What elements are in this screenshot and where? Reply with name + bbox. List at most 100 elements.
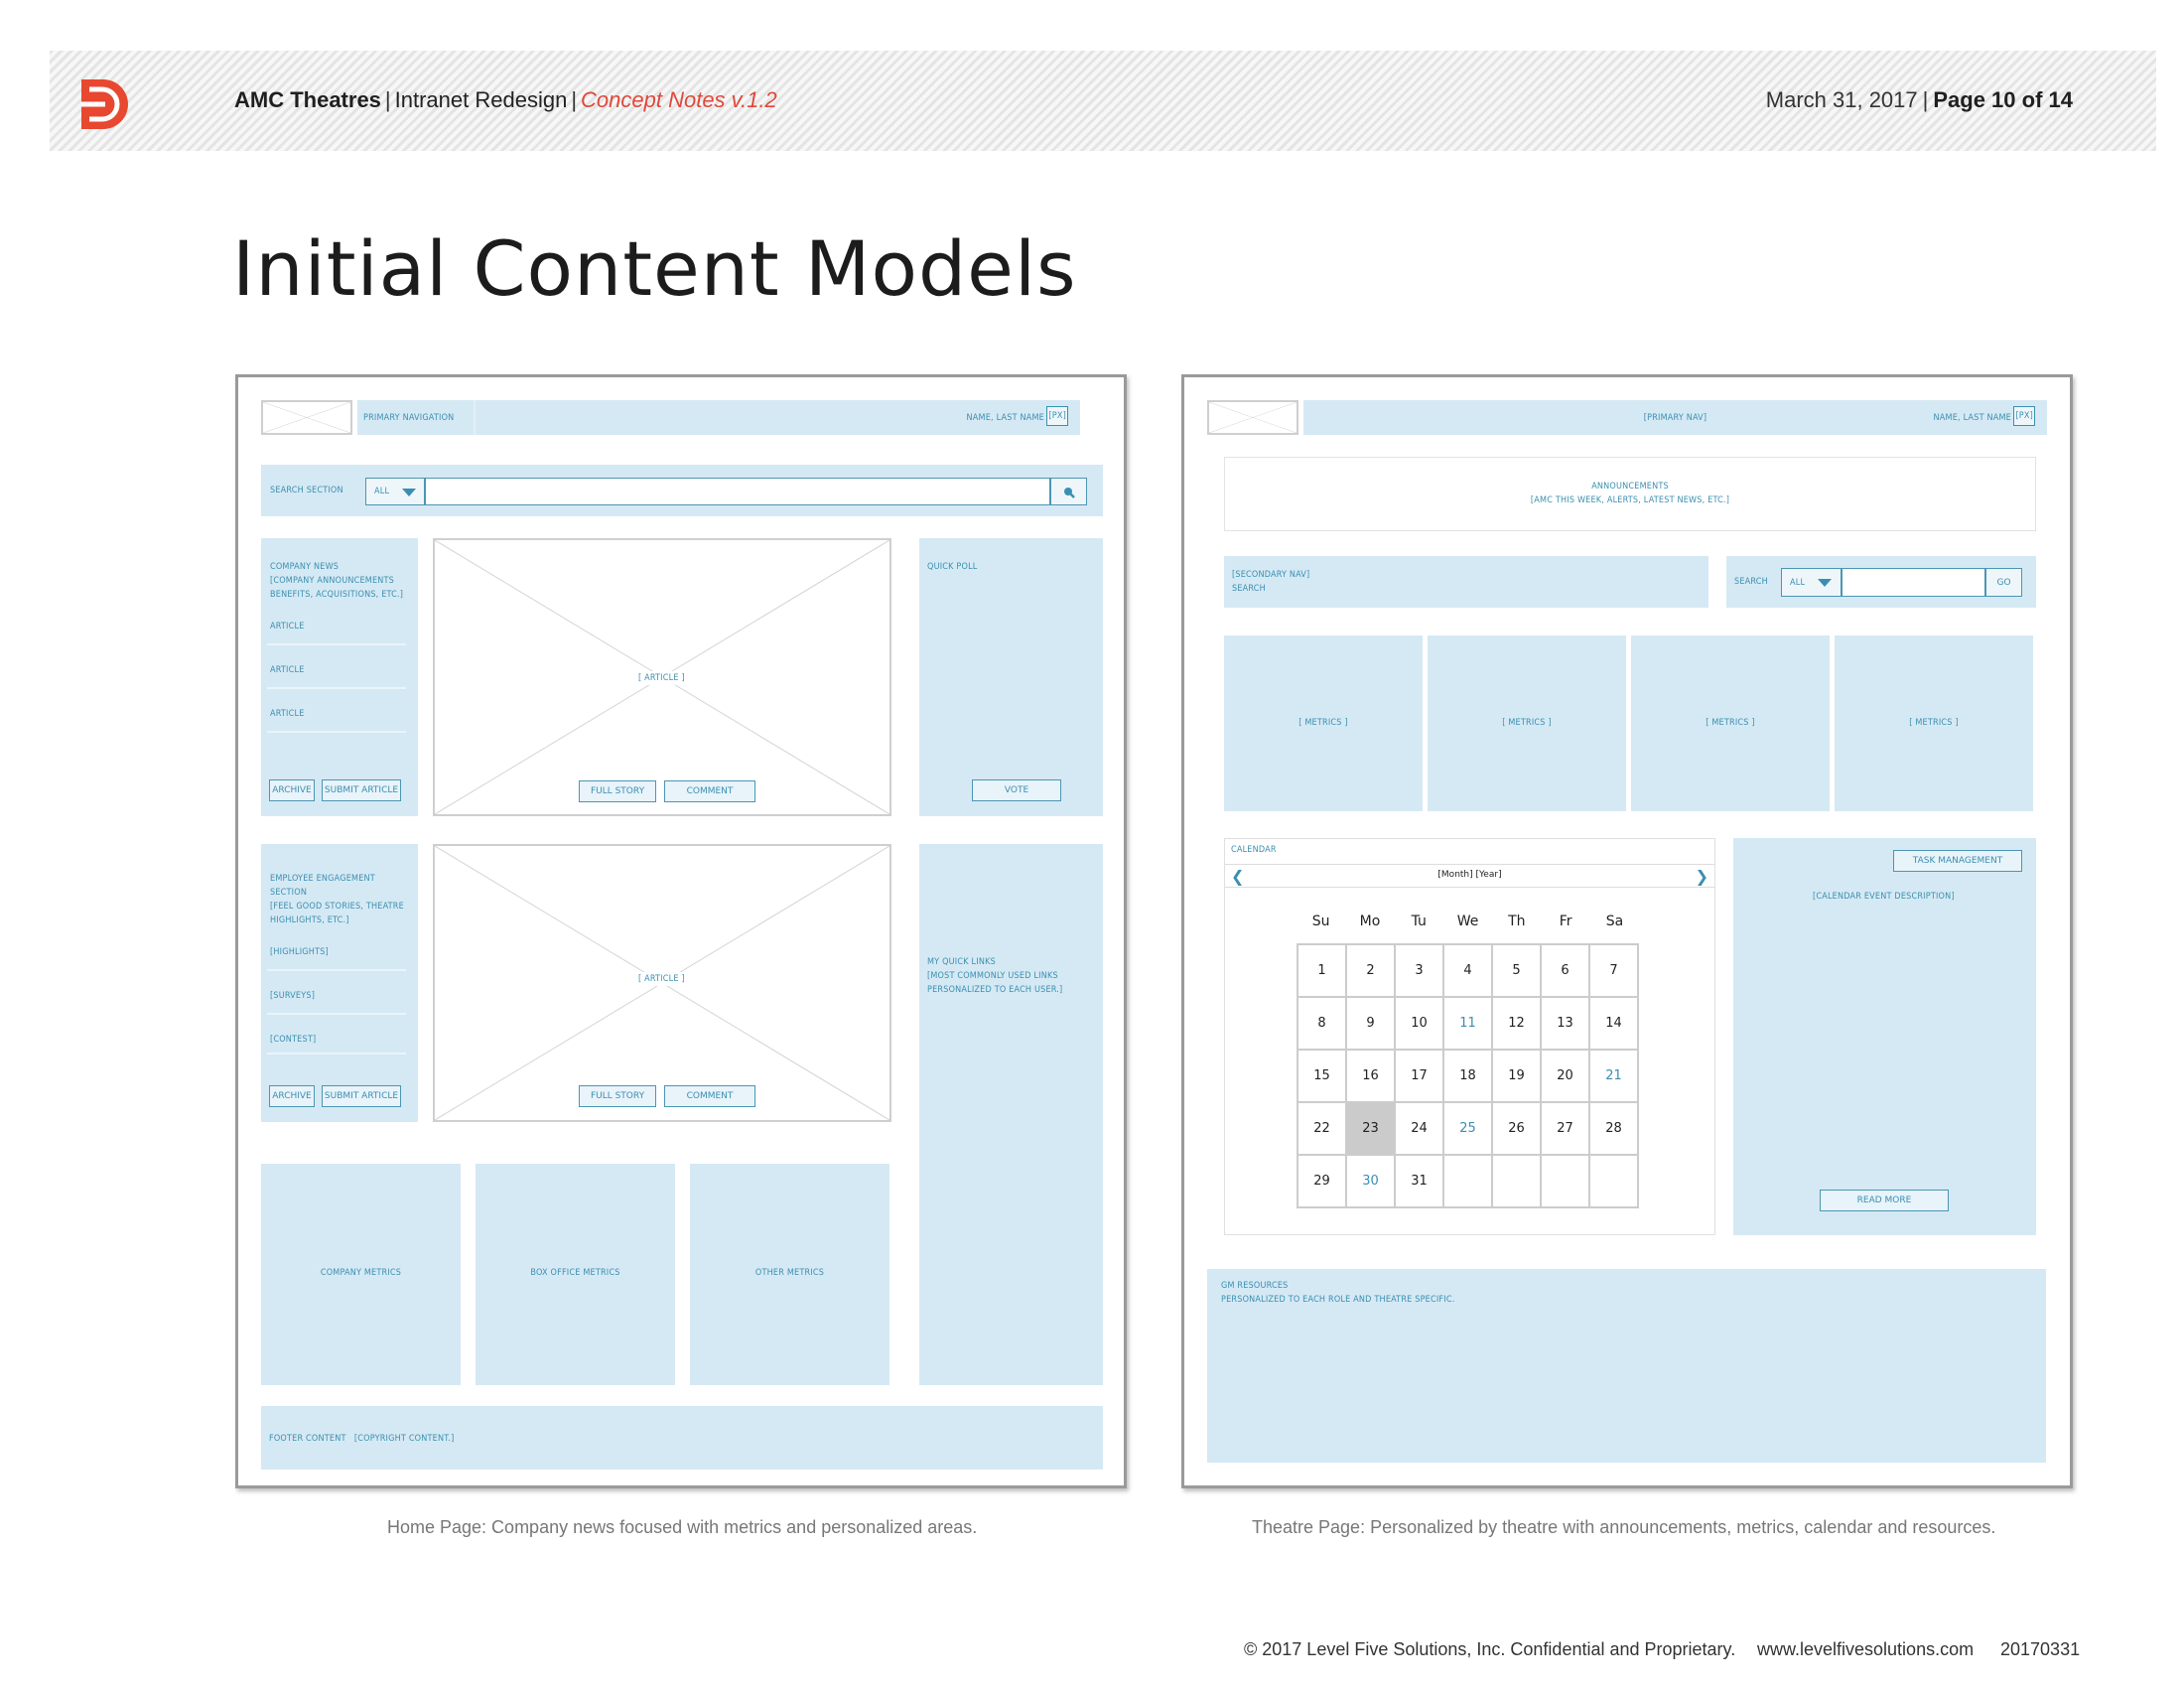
- gm-resources-panel: GM RESOURCES PERSONALIZED TO EACH ROLE A…: [1207, 1269, 2046, 1463]
- archive-button[interactable]: ARCHIVE: [269, 779, 315, 801]
- featured-article-1: [ ARTICLE ] FULL STORY COMMENT: [433, 538, 891, 816]
- gm-resources-title: GM RESOURCES: [1221, 1281, 1289, 1291]
- calendar-day[interactable]: 20: [1540, 1049, 1590, 1103]
- logo-placeholder: [261, 400, 352, 435]
- calendar-day[interactable]: 17: [1394, 1049, 1444, 1103]
- calendar-day[interactable]: 13: [1540, 996, 1590, 1051]
- metrics-label: BOX OFFICE METRICS: [530, 1268, 620, 1278]
- website-link[interactable]: www.levelfivesolutions.com: [1757, 1639, 1975, 1659]
- calendar-day[interactable]: 25: [1442, 1101, 1493, 1156]
- calendar-day[interactable]: 4: [1442, 943, 1493, 998]
- primary-navigation[interactable]: PRIMARY NAVIGATION NAME, LAST NAME [PX]: [357, 400, 1080, 435]
- employee-engagement-panel: EMPLOYEE ENGAGEMENT SECTION [FEEL GOOD S…: [261, 844, 418, 1122]
- secondary-navigation[interactable]: [SECONDARY NAV] SEARCH: [1224, 556, 1708, 608]
- metrics-label: OTHER METRICS: [754, 1268, 825, 1278]
- home-page-caption: Home Page: Company news focused with met…: [387, 1517, 978, 1537]
- calendar-day[interactable]: 18: [1442, 1049, 1493, 1103]
- calendar-day[interactable]: 9: [1345, 996, 1396, 1051]
- calendar-day[interactable]: 22: [1297, 1101, 1347, 1156]
- comment-button[interactable]: COMMENT: [664, 780, 755, 802]
- level-five-logo-icon: [73, 75, 131, 133]
- calendar-day[interactable]: 1: [1297, 943, 1347, 998]
- article-link[interactable]: ARTICLE: [270, 622, 305, 632]
- search-button[interactable]: [1050, 478, 1087, 505]
- calendar-day[interactable]: 5: [1491, 943, 1542, 998]
- weekday-label: Tu: [1411, 914, 1427, 929]
- search-label: SEARCH: [1734, 577, 1768, 587]
- avatar-icon[interactable]: [PX]: [2013, 406, 2035, 426]
- avatar-icon[interactable]: [PX]: [1046, 406, 1068, 426]
- calendar-day[interactable]: 16: [1345, 1049, 1396, 1103]
- submit-article-button[interactable]: SUBMIT ARTICLE: [322, 1085, 401, 1107]
- weekday-label: Su: [1311, 914, 1330, 929]
- metrics-label: [ METRICS ]: [1909, 718, 1959, 728]
- engagement-link[interactable]: [HIGHLIGHTS]: [270, 947, 329, 957]
- calendar-day[interactable]: 7: [1588, 943, 1639, 998]
- search-category-select[interactable]: ALL: [1781, 568, 1842, 597]
- task-management-button[interactable]: TASK MANAGEMENT: [1893, 850, 2022, 872]
- calendar-day: [1491, 1154, 1542, 1208]
- calendar-day[interactable]: 30: [1345, 1154, 1396, 1208]
- copyright-text: © 2017 Level Five Solutions, Inc. Confid…: [1244, 1639, 1736, 1659]
- calendar-month-bar: ❮ [Month] [Year] ❯: [1225, 864, 1714, 888]
- full-story-button[interactable]: FULL STORY: [579, 1085, 656, 1107]
- article-link[interactable]: ARTICLE: [270, 665, 305, 675]
- calendar-day[interactable]: 26: [1491, 1101, 1542, 1156]
- read-more-button[interactable]: READ MORE: [1820, 1190, 1949, 1211]
- calendar-day[interactable]: 23: [1345, 1101, 1396, 1156]
- article-label: [ ARTICLE ]: [638, 671, 685, 685]
- search-input[interactable]: [1842, 568, 1985, 597]
- calendar-day[interactable]: 8: [1297, 996, 1347, 1051]
- vote-button[interactable]: VOTE: [972, 779, 1061, 801]
- primary-nav-label: PRIMARY NAVIGATION: [363, 413, 455, 423]
- calendar-day[interactable]: 27: [1540, 1101, 1590, 1156]
- calendar-day[interactable]: 6: [1540, 943, 1590, 998]
- go-button[interactable]: GO: [1985, 568, 2022, 597]
- calendar-day[interactable]: 2: [1345, 943, 1396, 998]
- company-metrics-panel: COMPANY METRICS: [261, 1164, 461, 1385]
- user-name[interactable]: NAME, LAST NAME: [966, 413, 1044, 423]
- footer-content-label: FOOTER CONTENT [COPYRIGHT CONTENT.]: [269, 1434, 455, 1444]
- calendar-day[interactable]: 15: [1297, 1049, 1347, 1103]
- chevron-down-icon: [1818, 579, 1832, 587]
- company-name: AMC Theatres: [234, 87, 381, 112]
- calendar-day[interactable]: 10: [1394, 996, 1444, 1051]
- calendar-day[interactable]: 12: [1491, 996, 1542, 1051]
- metrics-label: [ METRICS ]: [1298, 718, 1348, 728]
- quick-links-title: MY QUICK LINKS: [927, 957, 996, 967]
- calendar-day[interactable]: 31: [1394, 1154, 1444, 1208]
- calendar-day[interactable]: 3: [1394, 943, 1444, 998]
- chevron-left-icon[interactable]: ❮: [1231, 867, 1245, 886]
- comment-button[interactable]: COMMENT: [664, 1085, 755, 1107]
- calendar-day[interactable]: 11: [1442, 996, 1493, 1051]
- user-name[interactable]: NAME, LAST NAME: [1933, 413, 2011, 423]
- search-input[interactable]: [425, 478, 1050, 505]
- calendar-day[interactable]: 29: [1297, 1154, 1347, 1208]
- calendar-day: [1588, 1154, 1639, 1208]
- company-news-panel: COMPANY NEWS [COMPANY ANNOUNCEMENTS BENE…: [261, 538, 418, 816]
- calendar-day[interactable]: 14: [1588, 996, 1639, 1051]
- search-icon: [1064, 488, 1075, 498]
- calendar-day[interactable]: 24: [1394, 1101, 1444, 1156]
- article-link[interactable]: ARTICLE: [270, 709, 305, 719]
- gm-resources-desc: PERSONALIZED TO EACH ROLE AND THEATRE SP…: [1221, 1295, 1455, 1305]
- submit-article-button[interactable]: SUBMIT ARTICLE: [322, 779, 401, 801]
- archive-button[interactable]: ARCHIVE: [269, 1085, 315, 1107]
- full-story-button[interactable]: FULL STORY: [579, 780, 656, 802]
- doc-version: Concept Notes v.1.2: [581, 87, 777, 112]
- calendar-day[interactable]: 19: [1491, 1049, 1542, 1103]
- engagement-link[interactable]: [CONTEST]: [270, 1035, 317, 1045]
- calendar-day: [1442, 1154, 1493, 1208]
- calendar-day[interactable]: 21: [1588, 1049, 1639, 1103]
- search-category-select[interactable]: ALL: [365, 478, 425, 505]
- calendar-day[interactable]: 28: [1588, 1101, 1639, 1156]
- chevron-right-icon[interactable]: ❯: [1695, 867, 1708, 886]
- engagement-link[interactable]: [SURVEYS]: [270, 991, 316, 1001]
- calendar-event-description: [CALENDAR EVENT DESCRIPTION]: [1813, 892, 1955, 902]
- primary-navigation[interactable]: [PRIMARY NAV] NAME, LAST NAME [PX]: [1303, 400, 2047, 435]
- document-title-line: AMC Theatres|Intranet Redesign|Concept N…: [234, 87, 777, 112]
